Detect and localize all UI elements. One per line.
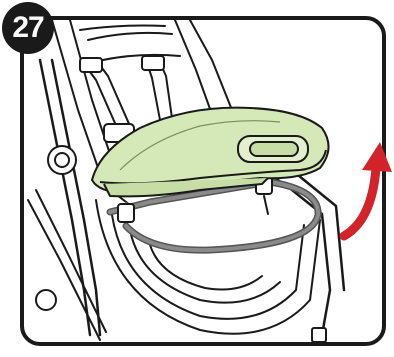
step-number-badge: 27 <box>2 2 54 54</box>
